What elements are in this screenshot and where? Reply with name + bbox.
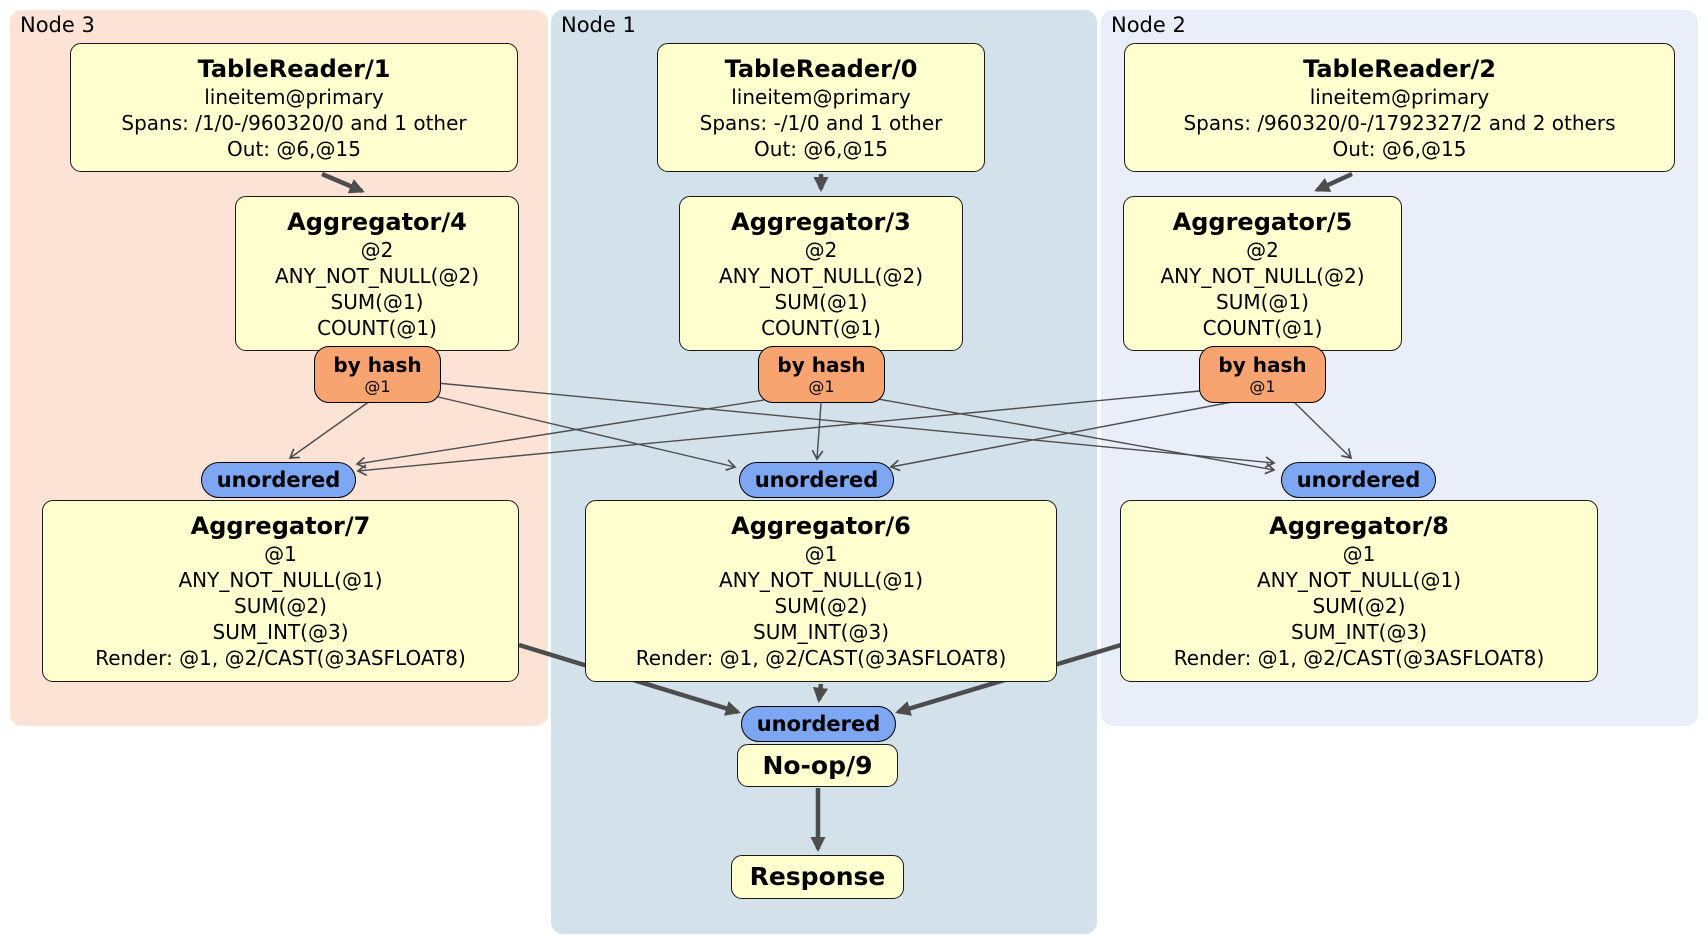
processor-title: Aggregator/7: [190, 512, 371, 540]
edge-hash1-sync2: [877, 398, 1276, 475]
processor-tablereader-2: TableReader/2 lineitem@primary Spans: /9…: [1124, 43, 1675, 172]
agg-fn: SUM(@1): [330, 289, 424, 314]
router-label: by hash: [777, 353, 866, 377]
processor-out: Out: @6,@15: [227, 136, 361, 161]
agg-fn: COUNT(@1): [1202, 315, 1323, 340]
response-box: Response: [731, 855, 904, 899]
router-columns: @1: [808, 377, 835, 396]
router-columns: @1: [364, 377, 391, 396]
agg-fn: ANY_NOT_NULL(@2): [275, 263, 479, 288]
agg-group-cols: @2: [804, 237, 838, 262]
processor-out: Out: @6,@15: [1332, 136, 1467, 161]
sync-label: unordered: [754, 468, 879, 492]
router-label: by hash: [333, 353, 422, 377]
agg-fn: ANY_NOT_NULL(@2): [719, 263, 923, 288]
agg-render: Render: @1, @2/CAST(@3ASFLOAT8): [635, 646, 1007, 670]
agg-render: Render: @1, @2/CAST(@3ASFLOAT8): [95, 646, 466, 670]
edge-hash3-sync1: [433, 395, 737, 471]
router-by-hash-node2: by hash @1: [1199, 346, 1326, 403]
sync-unordered-final: unordered: [741, 706, 896, 742]
node1-label: Node 1: [561, 13, 636, 37]
processor-aggregator-5: Aggregator/5 @2 ANY_NOT_NULL(@2) SUM(@1)…: [1123, 196, 1402, 351]
edge-hash2-sync3: [356, 390, 1201, 477]
router-by-hash-node3: by hash @1: [314, 346, 441, 403]
edge-hash1-sync1: [811, 402, 824, 461]
agg-fn: ANY_NOT_NULL(@1): [178, 568, 383, 592]
processor-spans: Spans: /960320/0-/1792327/2 and 2 others: [1183, 110, 1616, 135]
agg-fn: ANY_NOT_NULL(@2): [1160, 263, 1365, 288]
edge-hash3-sync2: [436, 382, 1276, 469]
sync-label: unordered: [756, 712, 881, 736]
agg-group-cols: @2: [360, 237, 394, 262]
sync-label: unordered: [1296, 468, 1421, 492]
router-label: by hash: [1218, 353, 1307, 377]
agg-fn: COUNT(@1): [317, 315, 437, 340]
agg-fn: ANY_NOT_NULL(@1): [1257, 568, 1461, 592]
agg-group-cols: @1: [1342, 542, 1376, 566]
processor-title: Aggregator/5: [1172, 207, 1353, 236]
processor-index: lineitem@primary: [731, 84, 911, 109]
edge-hash1-sync3: [355, 399, 765, 469]
agg-fn: SUM_INT(@3): [212, 620, 349, 644]
sync-unordered-node3: unordered: [201, 462, 356, 498]
edge-hash2-sync1: [889, 401, 1233, 472]
processor-aggregator-6: Aggregator/6 @1 ANY_NOT_NULL(@1) SUM(@2)…: [585, 500, 1057, 682]
processor-title: Aggregator/3: [731, 207, 911, 236]
agg-fn: ANY_NOT_NULL(@1): [719, 568, 923, 592]
processor-title: Aggregator/4: [287, 207, 467, 236]
processor-aggregator-7: Aggregator/7 @1 ANY_NOT_NULL(@1) SUM(@2)…: [42, 500, 519, 682]
edge-hash3-sync3: [288, 400, 371, 459]
node2-label: Node 2: [1111, 13, 1186, 37]
processor-title: TableReader/0: [724, 54, 918, 83]
agg-fn: SUM(@2): [774, 594, 868, 618]
processor-spans: Spans: /1/0-/960320/0 and 1 other: [121, 110, 467, 135]
processor-spans: Spans: -/1/0 and 1 other: [699, 110, 943, 135]
processor-noop-9: No-op/9: [737, 744, 898, 787]
processor-tablereader-1: TableReader/1 lineitem@primary Spans: /1…: [70, 43, 518, 172]
agg-fn: SUM_INT(@3): [1291, 620, 1427, 644]
agg-group-cols: @1: [264, 542, 297, 566]
processor-title: Aggregator/6: [731, 512, 911, 540]
processor-title: No-op/9: [762, 750, 873, 780]
processor-title: TableReader/1: [197, 54, 391, 83]
processor-index: lineitem@primary: [204, 84, 384, 109]
node3-label: Node 3: [20, 13, 95, 37]
agg-fn: SUM_INT(@3): [753, 620, 889, 644]
edge-agg6-syncfinal: [812, 683, 829, 704]
agg-fn: SUM(@1): [774, 289, 868, 314]
processor-title: Aggregator/8: [1269, 512, 1449, 540]
agg-group-cols: @2: [1246, 237, 1279, 262]
processor-index: lineitem@primary: [1309, 84, 1490, 109]
router-by-hash-node1: by hash @1: [758, 346, 885, 403]
processor-title: TableReader/2: [1303, 54, 1496, 83]
edge-hash2-sync2: [1292, 400, 1353, 460]
processor-aggregator-8: Aggregator/8 @1 ANY_NOT_NULL(@1) SUM(@2)…: [1120, 500, 1598, 682]
router-columns: @1: [1249, 377, 1276, 396]
processor-tablereader-0: TableReader/0 lineitem@primary Spans: -/…: [657, 43, 985, 172]
processor-title: Response: [749, 862, 886, 891]
agg-fn: SUM(@2): [1312, 594, 1406, 618]
processor-out: Out: @6,@15: [754, 136, 888, 161]
agg-fn: COUNT(@1): [761, 315, 881, 340]
sync-unordered-node2: unordered: [1281, 462, 1436, 498]
sync-label: unordered: [216, 468, 341, 492]
sync-unordered-node1: unordered: [739, 462, 894, 498]
edge-tr2-agg5: [1314, 171, 1353, 193]
agg-fn: SUM(@2): [234, 594, 327, 618]
agg-group-cols: @1: [804, 542, 838, 566]
processor-aggregator-3: Aggregator/3 @2 ANY_NOT_NULL(@2) SUM(@1)…: [679, 196, 963, 351]
edge-tr1-agg4: [321, 171, 365, 194]
processor-aggregator-4: Aggregator/4 @2 ANY_NOT_NULL(@2) SUM(@1)…: [235, 196, 519, 351]
agg-fn: SUM(@1): [1216, 289, 1309, 314]
agg-render: Render: @1, @2/CAST(@3ASFLOAT8): [1173, 646, 1545, 670]
